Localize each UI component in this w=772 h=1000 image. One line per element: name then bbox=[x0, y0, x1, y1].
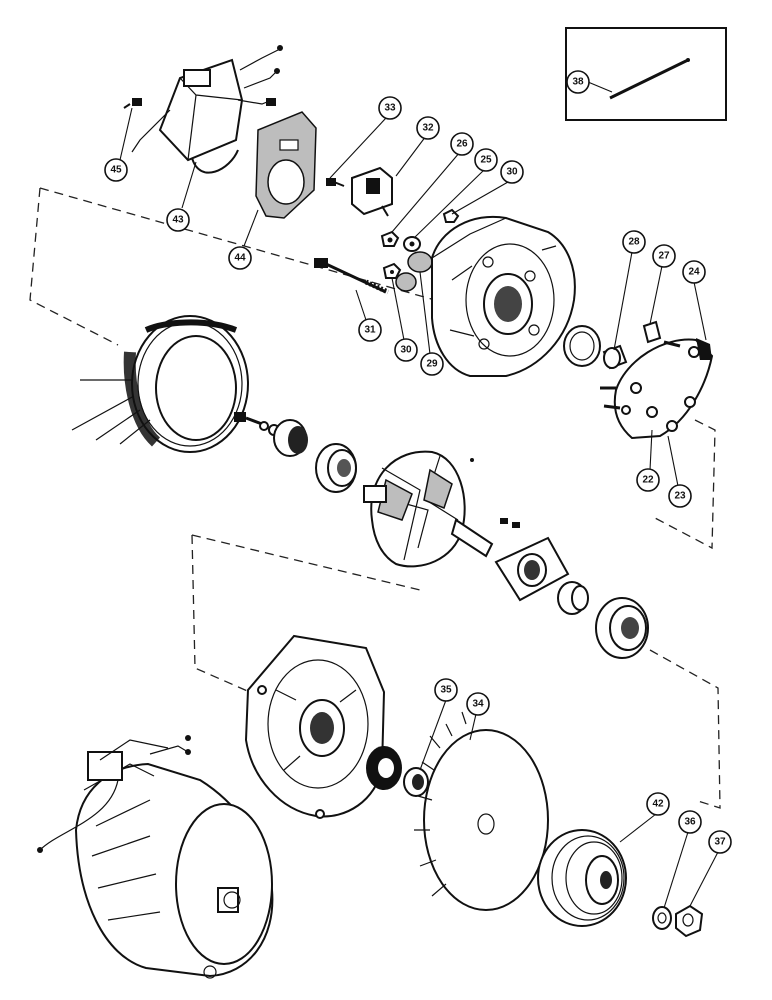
callout-25: 25 bbox=[474, 148, 498, 172]
rotor-screw bbox=[234, 412, 280, 436]
callout-32: 32 bbox=[416, 116, 440, 140]
seal-ring bbox=[563, 325, 601, 367]
nut-part-26 bbox=[380, 230, 400, 247]
inset-box-38 bbox=[565, 27, 727, 121]
callout-label: 30 bbox=[400, 345, 412, 356]
callout-45: 45 bbox=[104, 158, 128, 182]
collar-part-35 bbox=[403, 767, 429, 797]
callout-28: 28 bbox=[622, 230, 646, 254]
callout-label: 33 bbox=[384, 103, 396, 114]
front-housing bbox=[244, 634, 386, 819]
callout-31: 31 bbox=[358, 318, 382, 342]
callout-23: 23 bbox=[668, 484, 692, 508]
callout-label: 30 bbox=[506, 167, 518, 178]
leader-lines bbox=[119, 81, 719, 909]
assembled-alternator bbox=[37, 735, 274, 979]
rectifier-plate-part-23 bbox=[600, 338, 714, 440]
callout-label: 31 bbox=[364, 325, 376, 336]
nut-part-37 bbox=[675, 904, 704, 938]
callout-label: 26 bbox=[456, 139, 468, 150]
callout-43: 43 bbox=[166, 208, 190, 232]
callout-label: 34 bbox=[472, 699, 484, 710]
callout-label: 35 bbox=[440, 685, 452, 696]
callout-label: 36 bbox=[684, 817, 696, 828]
callout-label: 29 bbox=[426, 359, 438, 370]
callout-label: 37 bbox=[714, 837, 726, 848]
shaft-seal bbox=[366, 746, 402, 790]
nut-part-30-lower bbox=[382, 262, 402, 279]
pulley-part-42 bbox=[537, 829, 627, 927]
dashed-group-lower bbox=[191, 534, 721, 809]
bushing-part-28 bbox=[602, 344, 628, 370]
callout-label: 25 bbox=[480, 155, 492, 166]
callout-label: 23 bbox=[674, 491, 686, 502]
collar bbox=[273, 419, 308, 457]
brush-holder-part-32 bbox=[351, 166, 393, 217]
callout-24: 24 bbox=[682, 260, 706, 284]
through-bolt-part-31 bbox=[314, 258, 390, 295]
callout-label: 45 bbox=[110, 165, 122, 176]
callout-label: 24 bbox=[688, 267, 700, 278]
callout-33: 33 bbox=[378, 96, 402, 120]
dashed-group-upper bbox=[29, 187, 716, 550]
voltage-regulator-part-43 bbox=[131, 45, 283, 174]
bearing-retainer-plate bbox=[494, 518, 570, 602]
rear-bearing bbox=[315, 443, 357, 493]
callout-label: 28 bbox=[628, 237, 640, 248]
callout-27: 27 bbox=[652, 244, 676, 268]
sleeve-part-27 bbox=[642, 320, 662, 344]
lock-washer-part-36 bbox=[652, 906, 672, 930]
callout-36: 36 bbox=[678, 810, 702, 834]
callout-29: 29 bbox=[420, 352, 444, 376]
callout-label: 42 bbox=[652, 799, 664, 810]
callout-30-upper: 30 bbox=[500, 160, 524, 184]
insulator-part-29 bbox=[395, 251, 433, 292]
front-bearing bbox=[595, 597, 649, 659]
callout-22: 22 bbox=[636, 468, 660, 492]
callout-label: 43 bbox=[172, 215, 184, 226]
callout-label: 38 bbox=[572, 77, 584, 88]
rear-housing bbox=[431, 215, 576, 377]
spacer-sleeve bbox=[557, 581, 589, 615]
callout-label: 44 bbox=[234, 253, 246, 264]
callout-35: 35 bbox=[434, 678, 458, 702]
screw-part-45 bbox=[123, 98, 142, 109]
washer-part-25 bbox=[403, 236, 421, 252]
callout-label: 22 bbox=[642, 475, 654, 486]
callout-44: 44 bbox=[228, 246, 252, 270]
callout-label: 32 bbox=[422, 123, 434, 134]
callout-38: 38 bbox=[566, 70, 590, 94]
callout-34: 34 bbox=[466, 692, 490, 716]
gasket-part-44 bbox=[255, 111, 317, 219]
fan-part-34 bbox=[414, 711, 549, 911]
rotor bbox=[363, 450, 494, 568]
callout-42: 42 bbox=[646, 792, 670, 816]
diode-part-24 bbox=[663, 338, 712, 360]
screw-part-33 bbox=[326, 178, 345, 187]
callout-37: 37 bbox=[708, 830, 732, 854]
callout-26: 26 bbox=[450, 132, 474, 156]
callout-30-lower: 30 bbox=[394, 338, 418, 362]
callout-label: 27 bbox=[658, 251, 670, 262]
stator bbox=[71, 315, 249, 453]
